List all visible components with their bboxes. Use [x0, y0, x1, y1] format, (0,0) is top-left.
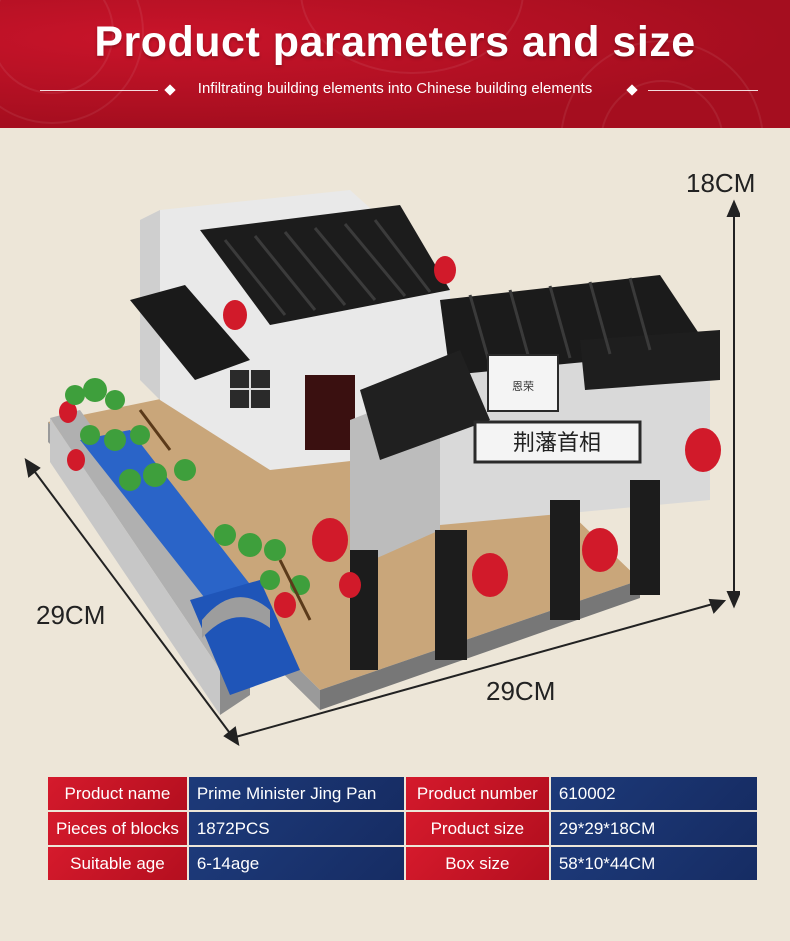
height-label: 18CM	[686, 168, 756, 198]
spec-label: Product number	[405, 777, 549, 810]
spec-value: 29*29*18CM	[550, 812, 757, 845]
spec-value: 1872PCS	[188, 812, 404, 845]
spec-label: Product size	[405, 812, 549, 845]
base-platform	[48, 350, 640, 690]
spec-value: 58*10*44CM	[550, 847, 757, 880]
subtitle-right-line	[648, 90, 758, 91]
page-subtitle: Infiltrating building elements into Chin…	[197, 80, 593, 97]
subtitle-left-line	[40, 90, 158, 91]
pine-trees	[65, 378, 310, 595]
depth-label: 29CM	[36, 600, 106, 630]
spec-label: Product name	[48, 777, 187, 810]
height-arrow	[726, 199, 740, 609]
table-row: Product name Prime Minister Jing Pan Pro…	[48, 777, 757, 810]
spec-value: 6-14age	[188, 847, 404, 880]
plaque-text: 荆藩首相	[513, 431, 601, 456]
product-illustration: 荆藩首相 恩荣	[24, 190, 740, 747]
spec-label: Box size	[405, 847, 549, 880]
gate-plaque	[473, 420, 642, 464]
gate-pillars	[350, 480, 660, 670]
upper-plaque-text: 恩荣	[512, 380, 534, 393]
spec-value: Prime Minister Jing Pan	[188, 777, 404, 810]
upper-plaque	[487, 354, 559, 412]
table-row: Pieces of blocks 1872PCS Product size 29…	[48, 812, 757, 845]
width-label: 29CM	[486, 676, 556, 706]
header-banner: Product parameters and size Infiltrating…	[0, 0, 790, 128]
back-house-door	[305, 375, 355, 450]
gate-lower-roof	[360, 350, 490, 460]
table-row: Suitable age 6-14age Box size 58*10*44CM	[48, 847, 757, 880]
spec-label: Pieces of blocks	[48, 812, 187, 845]
red-lanterns	[59, 256, 721, 618]
spec-value: 610002	[550, 777, 757, 810]
page-title: Product parameters and size	[94, 18, 696, 66]
specs-table: Product name Prime Minister Jing Pan Pro…	[46, 775, 759, 882]
width-arrow	[231, 598, 727, 739]
spec-label: Suitable age	[48, 847, 187, 880]
